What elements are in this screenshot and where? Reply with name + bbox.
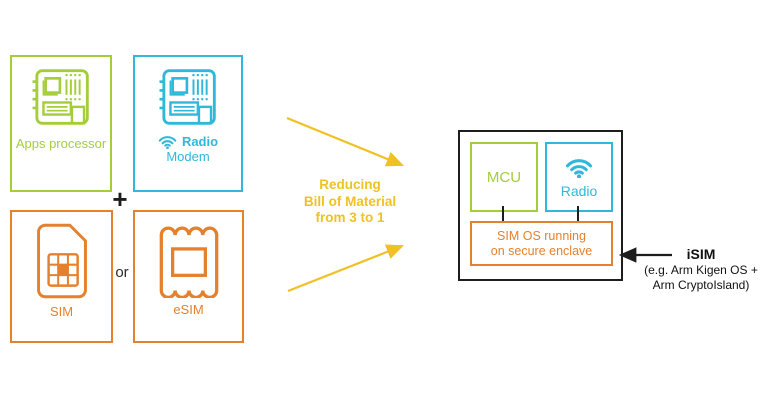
- sim-os-box: SIM OS running on secure enclave: [470, 221, 613, 266]
- sim-box: SIM: [10, 210, 113, 343]
- isim-subtitle-2: Arm CryptoIsland): [652, 278, 750, 292]
- mcu-box: MCU: [470, 142, 538, 212]
- esim-chip-icon: [151, 225, 227, 298]
- radio-label: Radio: [181, 134, 219, 149]
- modem-label: Modem: [166, 149, 210, 164]
- esim-box: eSIM: [133, 210, 244, 343]
- or-label: or: [115, 264, 129, 281]
- apps-processor-box: Apps processor: [10, 55, 112, 192]
- circuit-board-icon: [27, 64, 95, 130]
- wifi-icon: [564, 155, 594, 178]
- sim-os-line-1: SIM OS running: [497, 228, 586, 243]
- arrow-right-icon: [287, 244, 405, 293]
- sim-card-icon: [34, 223, 90, 299]
- reduction-caption: Reducing Bill of Material from 3 to 1: [278, 177, 422, 227]
- radio-connector-pin: [577, 206, 579, 221]
- isim-subtitle-1: (e.g. Arm Kigen OS +: [644, 263, 758, 277]
- mcu-label: MCU: [486, 168, 522, 186]
- arrow-right-icon: [286, 116, 405, 167]
- sim-os-line-2: on secure enclave: [490, 243, 593, 258]
- caption-line-1: Reducing: [319, 177, 381, 192]
- circuit-board-icon: [154, 64, 222, 130]
- isim-title: iSIM: [686, 246, 716, 262]
- plus-sign: +: [112, 184, 128, 214]
- sim-label: SIM: [49, 304, 74, 319]
- apps-processor-label: Apps processor: [15, 136, 107, 151]
- esim-label: eSIM: [173, 302, 204, 317]
- caption-line-3: from 3 to 1: [315, 210, 385, 225]
- radio-label: Radio: [560, 182, 598, 199]
- radio-modem-box: Radio Modem: [133, 55, 243, 192]
- caption-line-2: Bill of Material: [303, 193, 397, 209]
- wifi-icon: [158, 134, 177, 149]
- radio-box: Radio: [545, 142, 613, 212]
- mcu-connector-pin: [502, 206, 504, 221]
- isim-annotation: iSIM (e.g. Arm Kigen OS + Arm CryptoIsla…: [628, 246, 768, 293]
